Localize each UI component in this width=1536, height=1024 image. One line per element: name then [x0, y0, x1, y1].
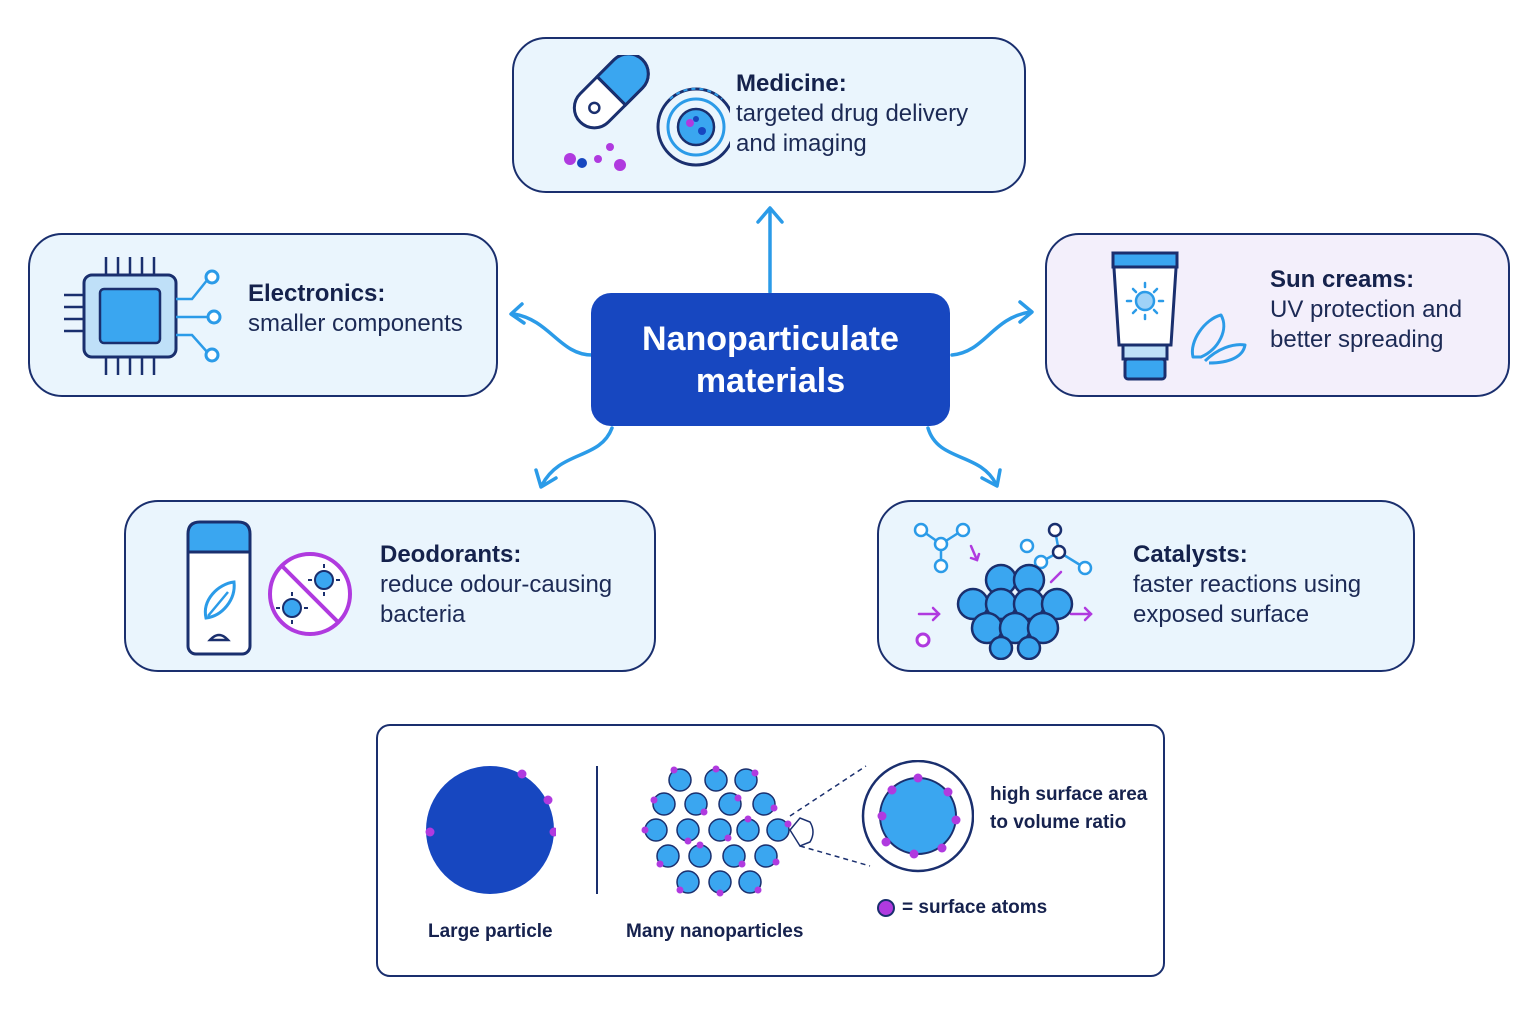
large-particle-label: Large particle: [428, 921, 553, 942]
deodorants-desc-line2: bacteria: [380, 601, 466, 628]
catalysts-desc-line2: exposed surface: [1133, 601, 1310, 628]
ratio-label-line2: to volume ratio: [990, 812, 1127, 833]
catalysts-title: Catalysts:: [1133, 541, 1248, 568]
central-topic-node: Nanoparticulate materials: [591, 293, 950, 426]
sunscreen-tube-icon: [1111, 251, 1247, 381]
microchip-icon: [64, 257, 222, 375]
electronics-title: Electronics:: [248, 280, 386, 307]
medicine-title: Medicine:: [736, 70, 847, 97]
deodorants-title: Deodorants:: [380, 541, 522, 568]
large-particle-illustration: [425, 766, 556, 894]
catalyst-cluster-icon: [913, 522, 1093, 660]
legend-divider: [596, 766, 598, 894]
sun-creams-desc-line2: better spreading: [1270, 326, 1444, 353]
medicine-desc-line2: and imaging: [736, 130, 867, 157]
deodorant-stick-icon: [186, 520, 352, 656]
sun-creams-card: Sun creams: UV protection and better spr…: [1045, 233, 1510, 397]
central-topic-title: Nanoparticulate materials: [642, 319, 899, 400]
medicine-card: Medicine: targeted drug delivery and ima…: [512, 37, 1026, 193]
sun-creams-desc-line1: UV protection and: [1270, 296, 1463, 323]
surface-atoms-key-label: = surface atoms: [902, 897, 1048, 918]
capsule-and-target-icon: [564, 55, 730, 171]
deodorants-card: Deodorants: reduce odour-causing bacteri…: [124, 500, 656, 672]
ratio-label-line1: high surface area: [990, 784, 1148, 805]
sun-creams-title: Sun creams:: [1270, 266, 1415, 293]
electronics-card: Electronics: smaller components: [28, 233, 498, 397]
surface-area-explainer: Large particle Many nanoparticles high: [376, 724, 1165, 977]
catalysts-desc-line1: faster reactions using: [1133, 571, 1362, 598]
deodorants-desc-line1: reduce odour-causing: [380, 571, 613, 598]
electronics-desc: smaller components: [248, 310, 463, 337]
surface-atom-key-icon: [877, 899, 895, 917]
catalysts-card: Catalysts: faster reactions using expose…: [877, 500, 1415, 672]
many-nanoparticles-label: Many nanoparticles: [626, 921, 804, 942]
medicine-desc-line1: targeted drug delivery: [736, 100, 969, 127]
nanoparticles-illustration: [641, 760, 974, 897]
